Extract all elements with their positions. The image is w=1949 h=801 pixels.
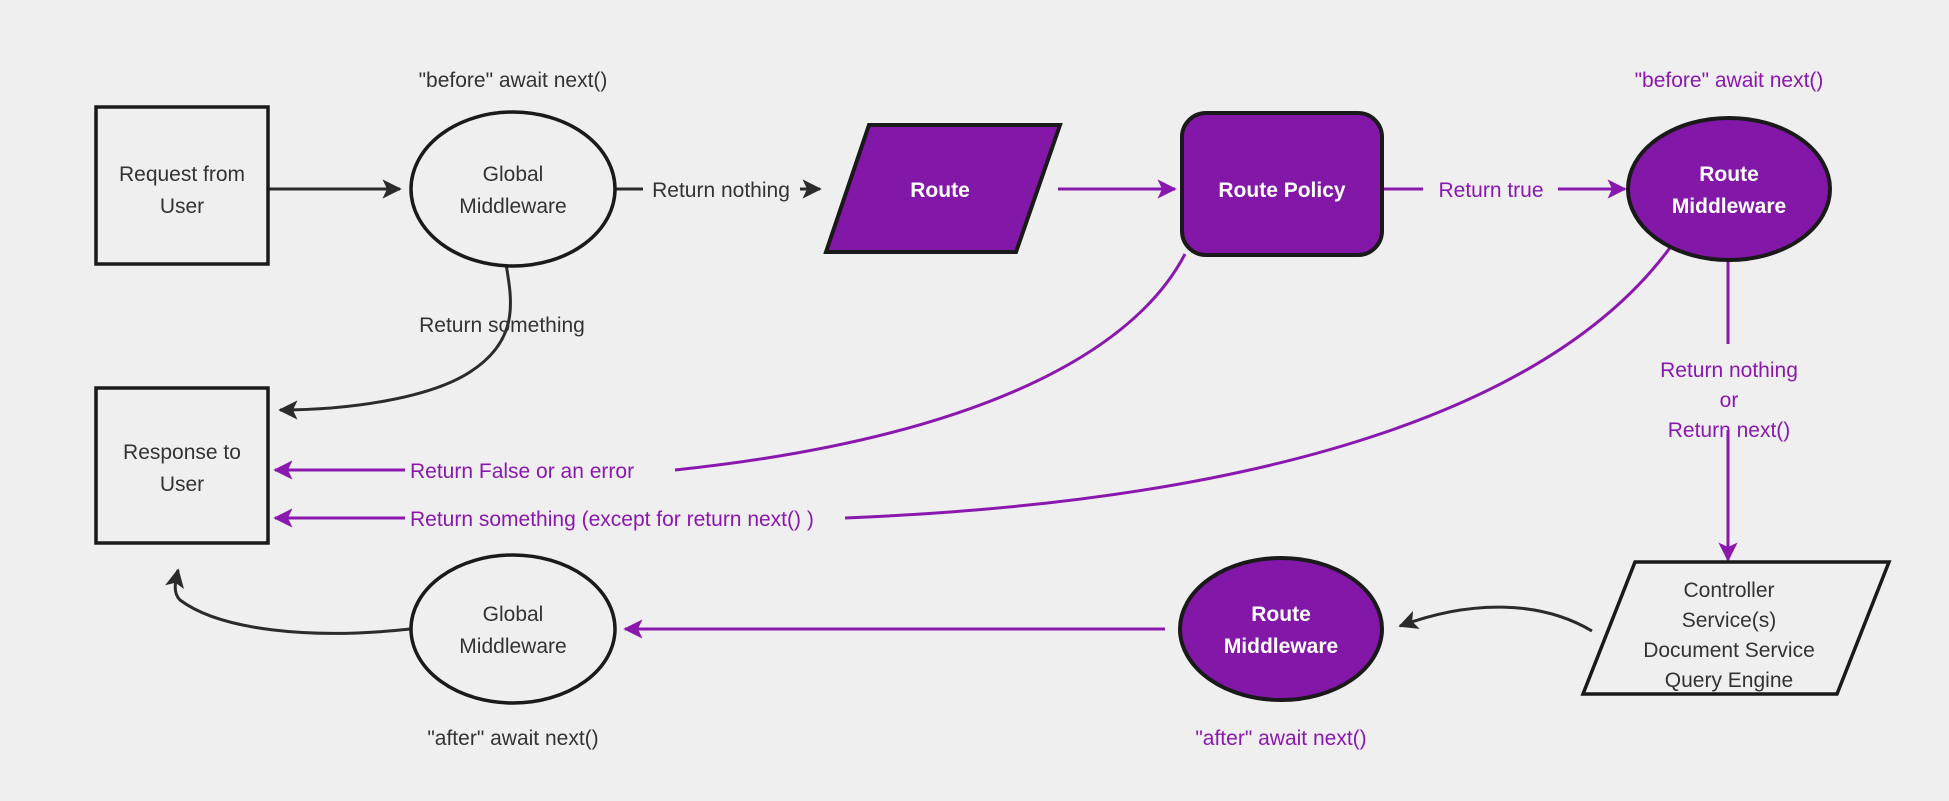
node-response-to-user-line2: User	[160, 473, 204, 496]
node-request-from-user-line1: Request from	[119, 163, 245, 186]
node-global-middleware-bottom-line2: Middleware	[459, 635, 566, 658]
node-route-label: Route	[910, 179, 970, 202]
node-controller-line1: Controller	[1683, 579, 1774, 602]
node-request-from-user[interactable]: Request from User	[94, 105, 270, 266]
edge-global-middleware-to-response	[278, 263, 512, 420]
node-route-policy-label: Route Policy	[1218, 179, 1346, 202]
node-controller-line3: Document Service	[1643, 639, 1815, 662]
edge-route-middleware-to-response	[844, 244, 1674, 520]
edge-label-return-nothing-or-next-line1: Return nothing	[1660, 359, 1798, 382]
node-global-middleware-bottom[interactable]: Global Middleware	[409, 553, 617, 705]
node-response-to-user[interactable]: Response to User	[94, 386, 270, 545]
node-route-middleware-bottom[interactable]: Route Middleware	[1178, 556, 1384, 702]
annotation-before-await-next-right: "before" await next()	[1635, 69, 1824, 92]
node-response-to-user-line1: Response to	[123, 441, 241, 464]
edge-label-return-true: Return true	[1438, 179, 1543, 202]
edge-label-return-something: Return something	[419, 314, 585, 337]
node-route-middleware-bottom-line1: Route	[1251, 603, 1311, 626]
annotation-after-await-next-left: "after" await next()	[427, 727, 598, 750]
edge-route-policy-to-response	[674, 253, 1187, 472]
node-global-middleware-top-line2: Middleware	[459, 195, 566, 218]
node-global-middleware-bottom-line1: Global	[483, 603, 544, 626]
edge-global-middleware-bottom-to-response	[165, 568, 411, 635]
node-controller-line4: Query Engine	[1665, 669, 1793, 692]
edge-controller-to-route-middleware-bottom	[1398, 605, 1593, 633]
annotation-before-await-next-left: "before" await next()	[419, 69, 608, 92]
node-controller-line2: Service(s)	[1682, 609, 1777, 632]
edge-label-return-something-except: Return something (except for return next…	[410, 508, 814, 531]
node-route-middleware-bottom-line2: Middleware	[1224, 635, 1338, 658]
node-global-middleware-top[interactable]: Global Middleware	[409, 110, 617, 268]
edge-label-return-nothing: Return nothing	[652, 179, 790, 202]
node-route[interactable]: Route	[823, 123, 1063, 254]
node-route-middleware-top-line1: Route	[1699, 163, 1759, 186]
edge-label-return-nothing-or-next-line3: Return next()	[1668, 419, 1791, 442]
node-route-middleware-top-line2: Middleware	[1672, 195, 1786, 218]
node-controller-services[interactable]: Controller Service(s) Document Service Q…	[1580, 560, 1892, 696]
annotation-after-await-next-right: "after" await next()	[1195, 727, 1366, 750]
edge-label-return-nothing-or-next-line2: or	[1720, 389, 1739, 412]
node-route-middleware-top[interactable]: Route Middleware	[1626, 116, 1832, 262]
node-request-from-user-line2: User	[160, 195, 204, 218]
node-route-policy[interactable]: Route Policy	[1180, 111, 1384, 257]
edge-label-return-false-or-error: Return False or an error	[410, 460, 634, 483]
node-global-middleware-top-line1: Global	[483, 163, 544, 186]
